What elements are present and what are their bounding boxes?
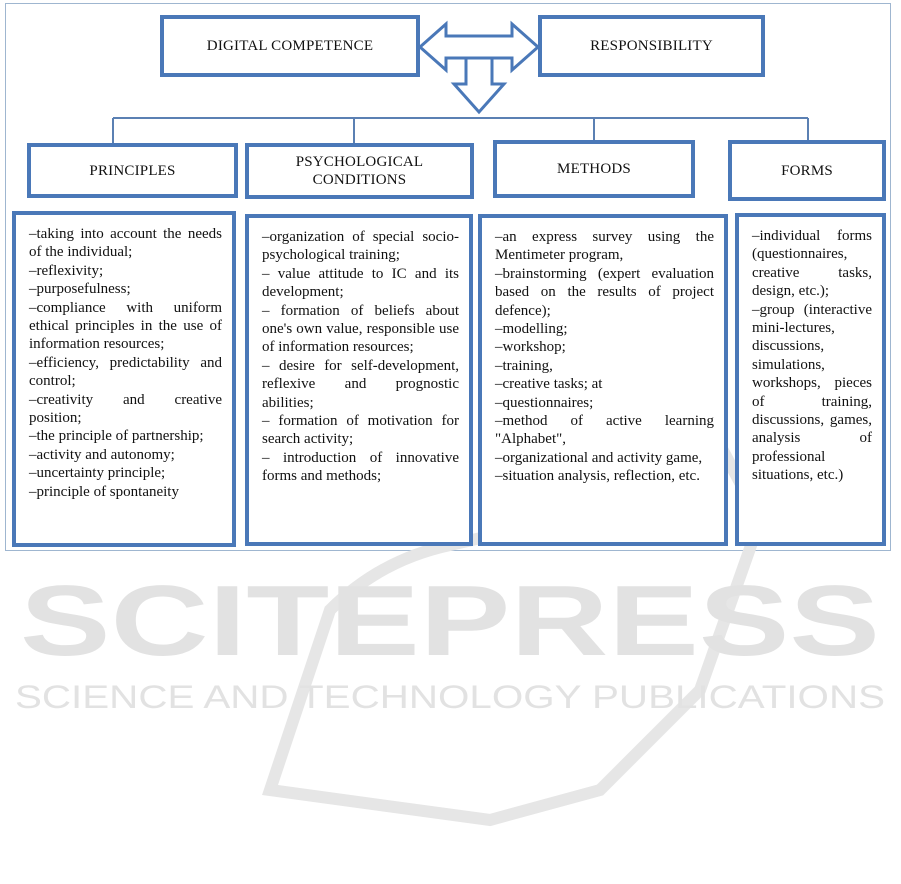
- psychological-conditions-label-line2: CONDITIONS: [312, 172, 407, 188]
- list-item: introduction of innovative forms and met…: [262, 449, 459, 486]
- list-item: an express survey using the Mentimeter p…: [495, 228, 714, 265]
- list-item: taking into account the needs of the ind…: [29, 225, 222, 262]
- list-item: the principle of partnership;: [29, 427, 222, 445]
- list-item: principle of spontaneity: [29, 483, 222, 501]
- list-item: training,: [495, 357, 714, 375]
- list-item: reflexivity;: [29, 262, 222, 280]
- list-item: group (interactive mini-lectures, discus…: [752, 301, 872, 485]
- list-item: activity and autonomy;: [29, 446, 222, 464]
- forms-list-box: individual forms (questionnaires, creati…: [735, 213, 886, 546]
- forms-header: FORMS: [728, 140, 886, 201]
- list-item: individual forms (questionnaires, creati…: [752, 227, 872, 301]
- list-item: modelling;: [495, 320, 714, 338]
- psychological-conditions-header: PSYCHOLOGICAL CONDITIONS: [245, 143, 474, 199]
- principles-header: PRINCIPLES: [27, 143, 238, 198]
- list-item: situation analysis, reflection, etc.: [495, 467, 714, 485]
- list-item: formation of beliefs about one's own val…: [262, 302, 459, 357]
- responsibility-box: RESPONSIBILITY: [538, 15, 765, 77]
- down-arrow-icon: [450, 56, 508, 115]
- methods-label: METHODS: [557, 161, 631, 177]
- list-item: compliance with uniform ethical principl…: [29, 299, 222, 354]
- list-item: uncertainty principle;: [29, 464, 222, 482]
- principles-list-box: taking into account the needs of the ind…: [12, 211, 236, 547]
- list-item: questionnaires;: [495, 394, 714, 412]
- principles-list: taking into account the needs of the ind…: [29, 225, 222, 501]
- list-item: efficiency, predictability and control;: [29, 354, 222, 391]
- list-item: organizational and activity game,: [495, 449, 714, 467]
- list-item: brainstorming (expert evaluation based o…: [495, 265, 714, 320]
- psychological-conditions-list: organization of special socio-psychologi…: [262, 228, 459, 486]
- responsibility-label: RESPONSIBILITY: [590, 38, 713, 54]
- digital-competence-label: DIGITAL COMPETENCE: [206, 38, 374, 54]
- list-item: creative tasks; at: [495, 375, 714, 393]
- methods-list: an express survey using the Mentimeter p…: [495, 228, 714, 486]
- principles-label: PRINCIPLES: [89, 162, 176, 179]
- digital-competence-box: DIGITAL COMPETENCE: [160, 15, 420, 77]
- list-item: purposefulness;: [29, 280, 222, 298]
- list-item: workshop;: [495, 338, 714, 356]
- list-item: formation of motivation for search activ…: [262, 412, 459, 449]
- list-item: value attitude to IC and its development…: [262, 265, 459, 302]
- psychological-conditions-list-box: organization of special socio-psychologi…: [245, 214, 473, 546]
- forms-label: FORMS: [781, 162, 833, 179]
- list-item: desire for self-development, reflexive a…: [262, 357, 459, 412]
- forms-list: individual forms (questionnaires, creati…: [752, 227, 872, 485]
- list-item: creativity and creative position;: [29, 391, 222, 428]
- list-item: organization of special socio-psychologi…: [262, 228, 459, 265]
- methods-header: METHODS: [493, 140, 695, 198]
- methods-list-box: an express survey using the Mentimeter p…: [478, 214, 728, 546]
- psychological-conditions-label-line1: PSYCHOLOGICAL: [295, 154, 424, 170]
- list-item: method of active learning "Alphabet",: [495, 412, 714, 449]
